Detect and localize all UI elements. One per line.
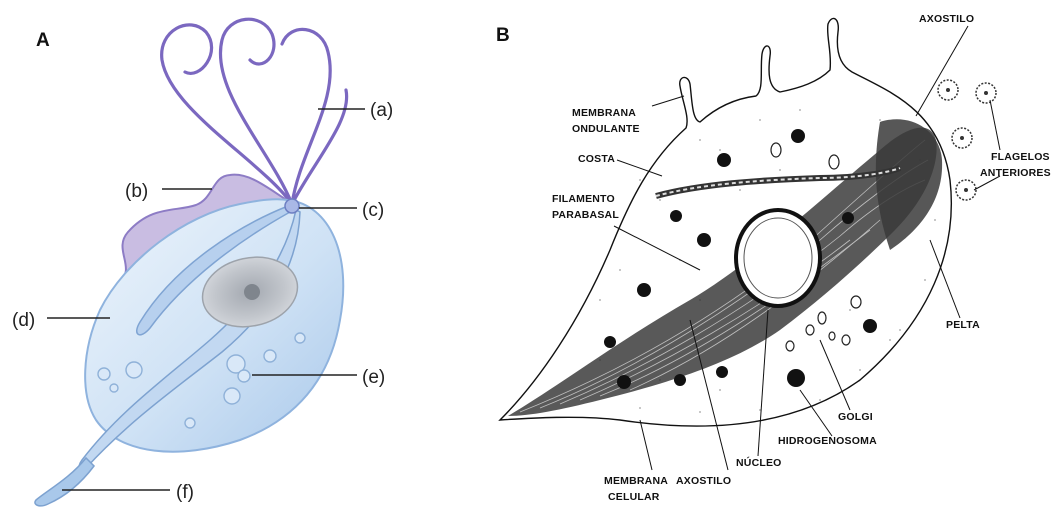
basal-body (285, 199, 299, 213)
panel-a-letter: A (36, 30, 50, 51)
nucleolus (244, 284, 260, 300)
label-f: (f) (176, 482, 194, 503)
posterior-axostyle (35, 458, 94, 506)
label-axostilo-top: AXOSTILO (919, 13, 974, 25)
label-membrana-celular-1: MEMBRANA (604, 475, 668, 487)
label-c: (c) (362, 200, 384, 221)
panel-b: B (496, 13, 1051, 503)
nucleus-b (736, 210, 820, 306)
label-pelta: PELTA (946, 319, 980, 331)
label-hidrogenosoma: HIDROGENOSOMA (778, 435, 877, 447)
panel-a: A (12, 19, 393, 506)
label-b: (b) (125, 181, 148, 202)
label-flagelos-anteriores-1: FLAGELOS (991, 151, 1050, 163)
label-membrana-celular-2: CELULAR (608, 491, 660, 503)
label-axostilo-bottom: AXOSTILO (676, 475, 731, 487)
label-flagelos-anteriores-2: ANTERIORES (980, 167, 1051, 179)
label-costa: COSTA (578, 153, 615, 165)
label-a: (a) (370, 100, 393, 121)
anterior-flagella (162, 19, 347, 204)
label-membrana-ondulante-2: ONDULANTE (572, 123, 640, 135)
label-d: (d) (12, 310, 35, 331)
label-nucleo: NÚCLEO (736, 456, 782, 469)
panel-b-letter: B (496, 25, 510, 46)
label-filamento-parabasal-1: FILAMENTO (552, 193, 615, 205)
label-filamento-parabasal-2: PARABASAL (552, 209, 619, 221)
label-membrana-ondulante-1: MEMBRANA (572, 107, 636, 119)
label-e: (e) (362, 367, 385, 388)
label-golgi: GOLGI (838, 411, 873, 423)
